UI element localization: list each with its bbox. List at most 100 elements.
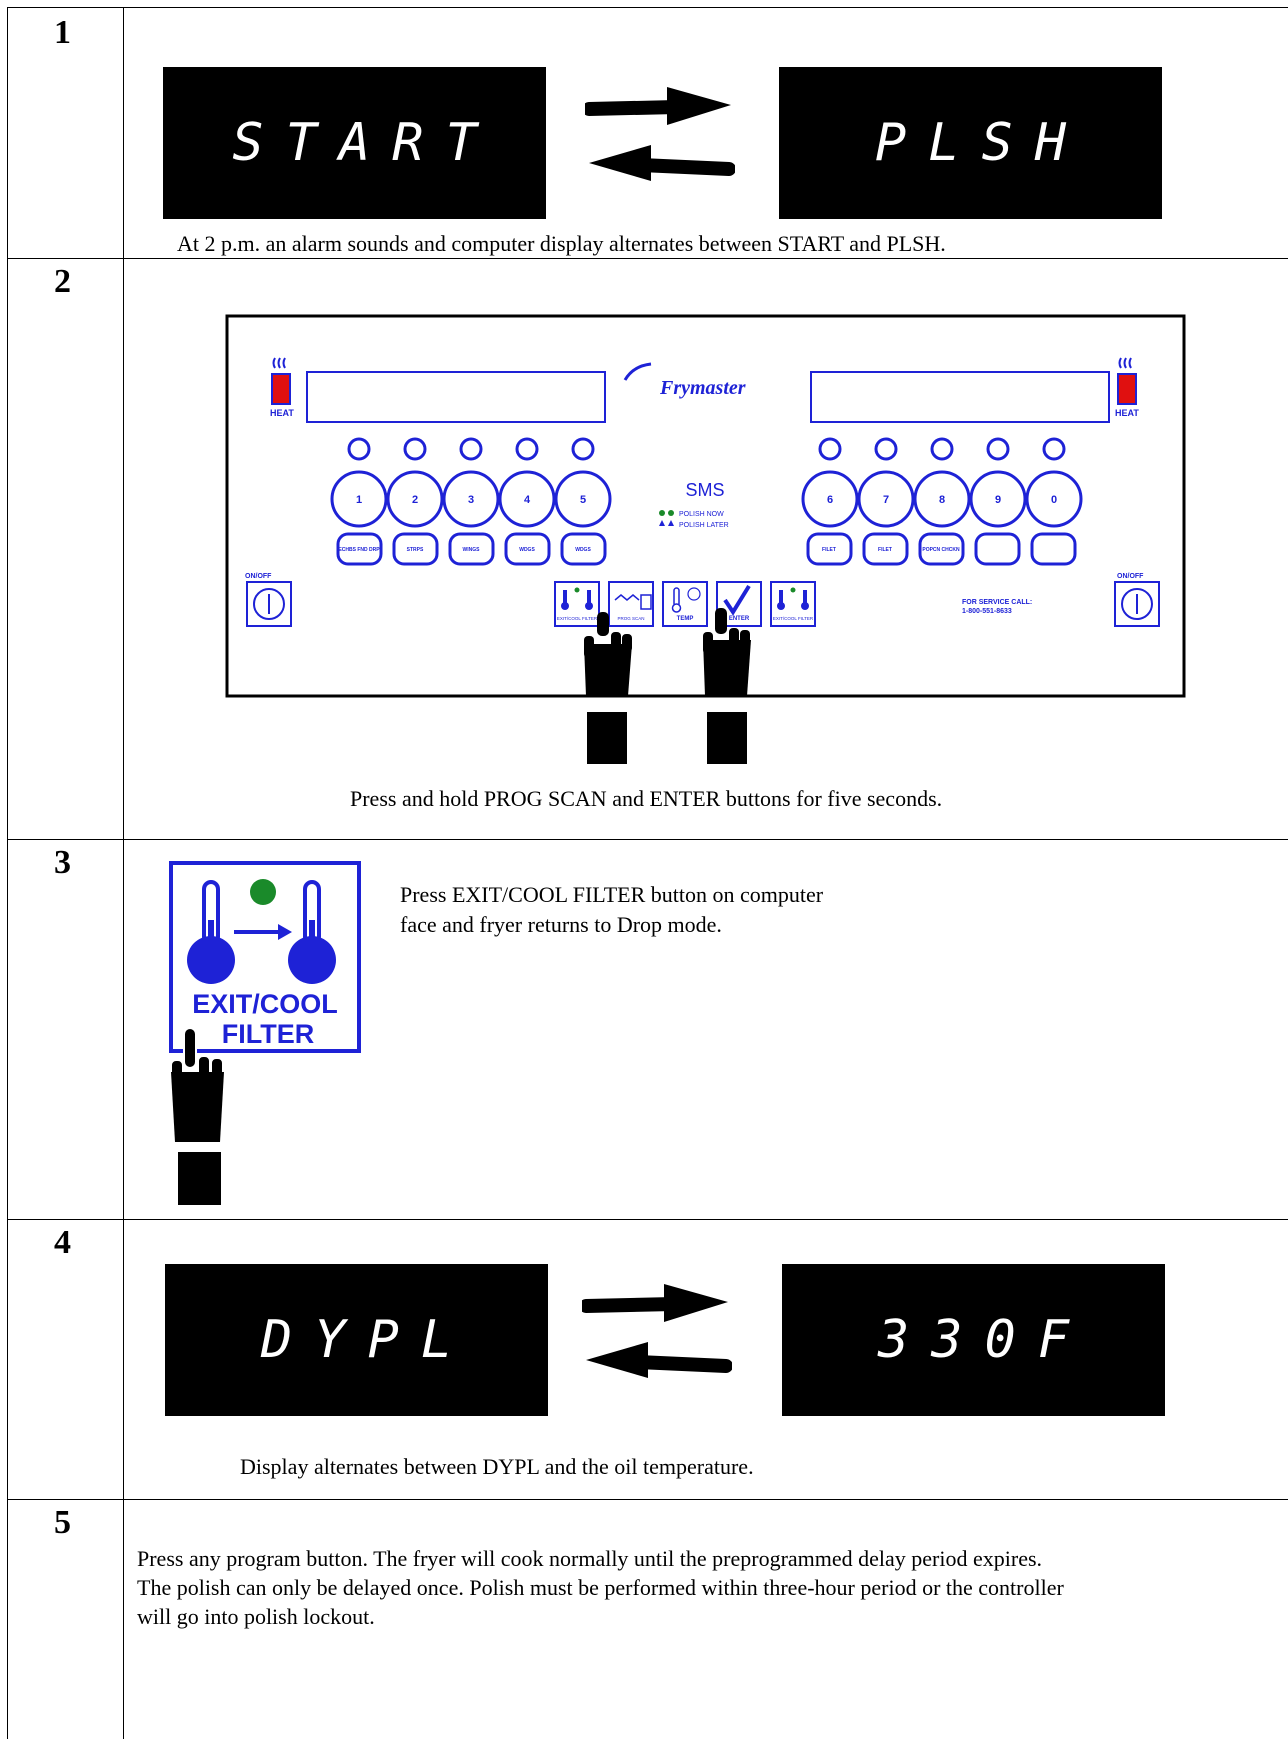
frymaster-logo: Frymaster	[623, 362, 746, 399]
led-row-right	[818, 437, 1066, 461]
onoff-label-left: ON/OFF	[245, 573, 272, 580]
key-1-label: 1	[356, 494, 362, 506]
key-6-button[interactable]	[801, 470, 859, 528]
product-key-6-button[interactable]	[806, 532, 853, 566]
step-number-4: 4	[54, 1224, 71, 1261]
key-9-button[interactable]	[969, 470, 1027, 528]
step-number-2: 2	[54, 263, 71, 300]
alternate-arrows-icon	[582, 1284, 732, 1378]
onoff-switch-right[interactable]: ON/OFF	[1114, 573, 1160, 627]
key-8-label: 8	[939, 494, 945, 506]
key-3-button[interactable]	[442, 470, 500, 528]
key-5-button[interactable]	[554, 470, 612, 528]
heat-indicator-left: HEAT	[270, 357, 294, 418]
product-key-6-label: FILET	[822, 547, 836, 553]
row-divider-1	[7, 258, 1288, 259]
pointing-hand-icon	[703, 608, 751, 764]
product-key-9-button[interactable]	[974, 532, 1021, 566]
step-number-3: 3	[54, 844, 71, 881]
exit-cool-filter-button-left[interactable]: EXIT/COOL FILTER	[554, 581, 600, 627]
heat-label-left: HEAT	[270, 408, 294, 418]
display-start: START	[163, 67, 546, 219]
step-3-caption-line-1: Press EXIT/COOL FILTER button on compute…	[400, 882, 824, 907]
arrow-right-icon	[234, 924, 292, 940]
checkmark-icon	[723, 584, 751, 616]
table-border-left	[7, 7, 8, 1739]
exit-cool-key-label-1: EXIT/COOL	[192, 989, 338, 1019]
arrow-left-icon	[586, 1342, 732, 1378]
key-2-button[interactable]	[386, 470, 444, 528]
service-call-label: FOR SERVICE CALL:	[962, 599, 1032, 606]
number-keys-right: 6 7 8 9 0	[801, 470, 1083, 528]
fryer-controller-panel: HEAT HEAT Frymaster 1 2 3 4 5	[225, 314, 1186, 764]
product-key-2-button[interactable]	[392, 532, 439, 566]
sms-label: SMS	[685, 480, 724, 500]
display-plsh-text: PLSH	[874, 113, 1089, 173]
led-row-left	[347, 437, 595, 461]
temp-label: TEMP	[677, 616, 694, 622]
product-key-8-button[interactable]	[918, 532, 965, 566]
key-4-button[interactable]	[498, 470, 556, 528]
row-divider-2	[7, 839, 1288, 840]
key-7-label: 7	[883, 494, 889, 506]
pointing-hand-icon	[584, 612, 632, 764]
key-0-label: 0	[1051, 494, 1057, 506]
product-key-4-button[interactable]	[504, 532, 551, 566]
brand-logo-text: Frymaster	[659, 377, 746, 399]
product-key-1-label: ECHBS FND DRP	[338, 547, 380, 553]
product-key-5-button[interactable]	[560, 532, 607, 566]
service-call-number: 1-800-551-8633	[962, 608, 1012, 615]
display-window-left	[306, 371, 606, 423]
product-key-3-button[interactable]	[448, 532, 495, 566]
arrow-left-icon	[589, 145, 735, 181]
legend-polish-later: POLISH LATER	[679, 522, 729, 529]
exit-cool-filter-key-illustration: EXIT/COOL FILTER	[169, 861, 361, 1205]
thermometer-icon	[671, 587, 682, 613]
product-keys-right	[806, 532, 1077, 566]
step-2-caption: Press and hold PROG SCAN and ENTER butto…	[350, 786, 943, 811]
pointing-hand-icon	[170, 1027, 224, 1205]
key-6-label: 6	[827, 494, 833, 506]
display-window-right	[810, 371, 1110, 423]
product-key-8-label: POPCN CHCKN	[922, 547, 960, 553]
onoff-switch-left[interactable]: ON/OFF	[245, 573, 292, 627]
legend-polish-now: POLISH NOW	[679, 511, 724, 518]
key-0-button[interactable]	[1025, 470, 1083, 528]
display-temperature-text: 330F	[877, 1310, 1092, 1370]
key-2-label: 2	[412, 494, 418, 506]
exit-cool-label-left: EXIT/COOL FILTER	[557, 616, 598, 621]
key-8-button[interactable]	[913, 470, 971, 528]
step-5-text-line-1: Press any program button. The fryer will…	[137, 1546, 1043, 1571]
key-4-label: 4	[524, 494, 531, 506]
exit-cool-filter-button-right[interactable]: EXIT/COOL FILTER	[770, 581, 816, 627]
alternate-arrows-icon	[585, 87, 735, 181]
product-key-2-label: STRPS	[407, 547, 424, 553]
key-9-label: 9	[995, 494, 1001, 506]
step-number-1: 1	[54, 14, 71, 51]
table-border-top	[7, 7, 1288, 8]
product-key-1-button[interactable]	[336, 532, 383, 566]
thermometer-icon	[187, 880, 235, 984]
green-led	[250, 879, 276, 905]
heat-label-right: HEAT	[1115, 408, 1139, 418]
number-keys-left: 1 2 3 4 5	[330, 470, 612, 528]
step-3-caption-line-2: face and fryer returns to Drop mode.	[400, 912, 722, 937]
key-7-button[interactable]	[857, 470, 915, 528]
display-plsh: PLSH	[779, 67, 1162, 219]
arrow-right-icon	[585, 87, 731, 125]
key-3-label: 3	[468, 494, 474, 506]
display-temperature: 330F	[782, 1264, 1165, 1416]
product-key-7-button[interactable]	[862, 532, 909, 566]
product-key-4-label: WDGS	[519, 547, 535, 553]
step-5-text-line-3: will go into polish lockout.	[137, 1604, 375, 1629]
exit-cool-key-label-2: FILTER	[222, 1019, 314, 1049]
prog-scan-button[interactable]: PROG SCAN	[608, 581, 654, 627]
step-1-caption: At 2 p.m. an alarm sounds and computer d…	[177, 231, 946, 256]
product-key-10-button[interactable]	[1030, 532, 1077, 566]
enter-label: ENTER	[729, 616, 750, 622]
key-1-button[interactable]	[330, 470, 388, 528]
row-divider-4	[7, 1499, 1288, 1500]
temp-button[interactable]: TEMP	[662, 581, 708, 627]
sms-legend: SMS POLISH NOW POLISH LATER	[659, 480, 729, 529]
onoff-label-right: ON/OFF	[1117, 573, 1144, 580]
